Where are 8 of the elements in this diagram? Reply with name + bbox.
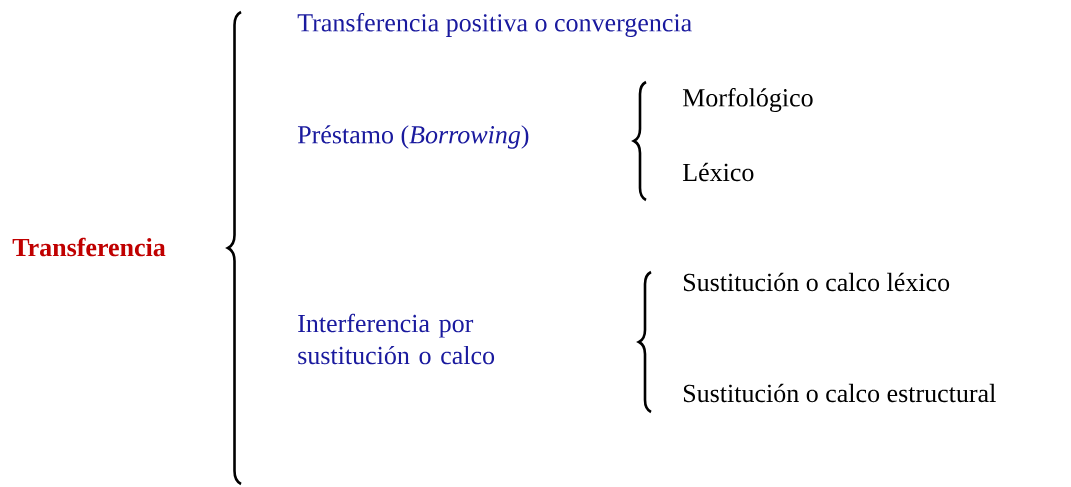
label: Transferencia (12, 237, 166, 257)
label: Morfológico (682, 88, 813, 112)
label: Sustitución o calco léxico (683, 272, 950, 292)
label: Préstamo (Borrowing) (297, 125, 529, 149)
label: Sustitución o calco estructural (683, 383, 996, 403)
label: Interferencia por sustitución o calco (298, 313, 495, 365)
label: Léxico (682, 162, 754, 182)
label: Transferencia positiva o convergencia (297, 13, 692, 37)
